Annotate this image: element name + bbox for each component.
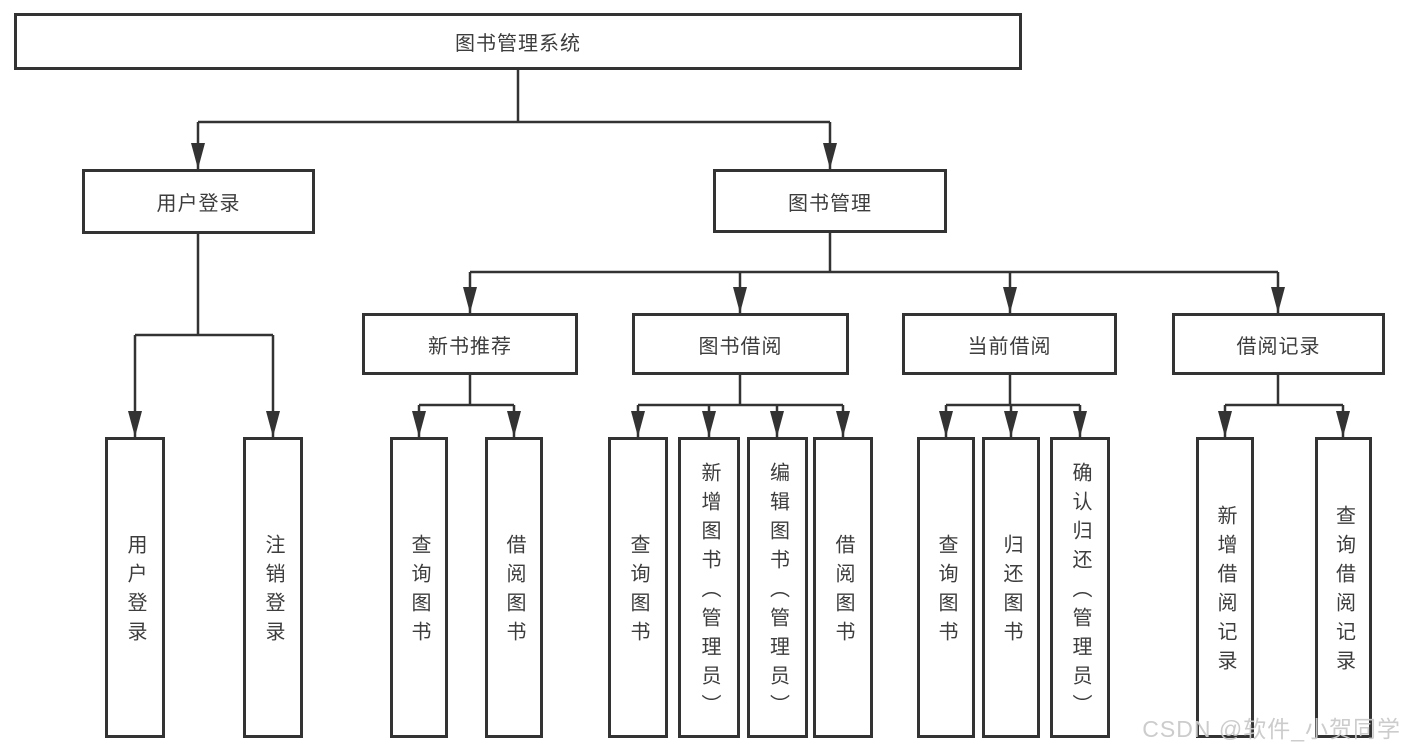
node-current-borrowing: 当前借阅	[902, 313, 1117, 375]
leaf-query-books-recommend: 查询图书	[390, 437, 448, 738]
node-label: 归还图书	[1000, 534, 1022, 650]
node-label: 用户登录	[124, 534, 146, 650]
leaf-query-borrow-record: 查询借阅记录	[1315, 437, 1372, 738]
node-label: 新增借阅记录	[1214, 505, 1236, 679]
node-label: 图书管理	[788, 192, 872, 215]
leaf-edit-books-admin: 编辑图书（管理员）	[747, 437, 808, 738]
node-label: 当前借阅	[967, 335, 1052, 358]
node-label: 查询借阅记录	[1332, 505, 1355, 679]
node-borrowing-records: 借阅记录	[1172, 313, 1385, 375]
node-label: 图书管理系统	[455, 33, 581, 55]
node-label: 编辑图书（管理员）	[766, 461, 789, 723]
node-label: 新书推荐	[428, 335, 512, 358]
leaf-borrow-books-recommend: 借阅图书	[485, 437, 543, 738]
node-label: 确认归还（管理员）	[1069, 461, 1091, 723]
node-label: 用户登录	[156, 193, 241, 215]
csdn-watermark: CSDN @软件_小贺同学	[1142, 716, 1401, 742]
leaf-user-login: 用户登录	[105, 437, 165, 738]
node-label: 注销登录	[262, 534, 284, 650]
leaf-confirm-return-admin: 确认归还（管理员）	[1050, 437, 1110, 738]
leaf-add-books-admin: 新增图书（管理员）	[678, 437, 740, 738]
node-label: 借阅记录	[1236, 335, 1321, 358]
node-label: 查询图书	[627, 534, 649, 650]
node-new-book-recommend: 新书推荐	[362, 313, 578, 375]
node-label: 图书借阅	[698, 335, 783, 358]
node-label: 新增图书（管理员）	[698, 461, 720, 723]
node-library-management-system: 图书管理系统	[14, 13, 1022, 70]
node-label: 借阅图书	[832, 534, 854, 650]
node-label: 查询图书	[935, 534, 957, 650]
node-book-management: 图书管理	[713, 169, 947, 233]
node-label: 查询图书	[408, 534, 430, 650]
node-label: 借阅图书	[503, 534, 525, 650]
leaf-query-books-borrow: 查询图书	[608, 437, 668, 738]
leaf-query-books-current: 查询图书	[917, 437, 975, 738]
leaf-add-borrow-record: 新增借阅记录	[1196, 437, 1254, 738]
node-user-login: 用户登录	[82, 169, 315, 234]
leaf-borrow-books: 借阅图书	[813, 437, 873, 738]
node-book-borrowing: 图书借阅	[632, 313, 849, 375]
leaf-logout: 注销登录	[243, 437, 303, 738]
leaf-return-books: 归还图书	[982, 437, 1040, 738]
